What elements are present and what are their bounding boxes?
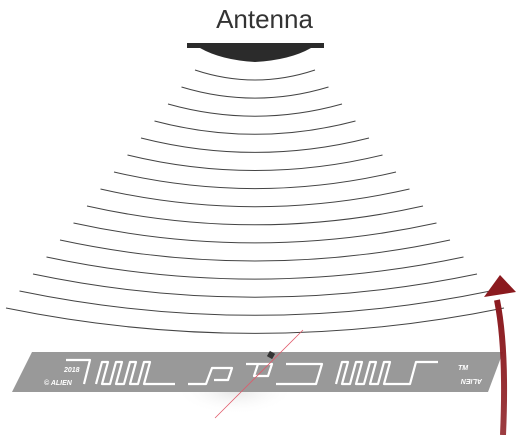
wave-arc: [100, 188, 410, 208]
tag-axis-line: [214, 329, 304, 419]
rfid-tag: 2018 © ALIEN TM ALIEN: [12, 350, 503, 415]
wave-arc: [140, 137, 370, 153]
wave-arc: [154, 120, 356, 135]
wave-arc: [127, 154, 383, 171]
wave-arc: [86, 205, 424, 226]
tag-year-text: 2018: [63, 367, 80, 374]
rotation-arrow-icon: [484, 275, 516, 435]
wave-arc: [46, 256, 464, 280]
wave-arc: [5, 307, 505, 334]
tag-mirrored-text: ALIEN: [460, 377, 483, 384]
tag-tm-text: TM: [458, 365, 468, 372]
tag-copyright-text: © ALIEN: [44, 379, 73, 387]
antenna-dish: [200, 48, 311, 62]
wave-arc: [73, 222, 437, 244]
antenna-label: Antenna: [216, 4, 313, 34]
tag-chip: [266, 350, 276, 360]
tag-trace: [66, 358, 438, 386]
wave-arc: [113, 171, 397, 190]
wave-arc: [32, 273, 478, 298]
wave-arc: [181, 86, 329, 99]
antenna-icon: [187, 43, 324, 62]
radio-waves: [5, 69, 505, 334]
wave-arc: [19, 290, 491, 316]
tag-inlay: [12, 352, 503, 392]
wave-arc: [194, 69, 316, 81]
wave-arc: [167, 103, 343, 117]
antenna-bar: [187, 43, 324, 48]
wave-arc: [59, 239, 451, 262]
